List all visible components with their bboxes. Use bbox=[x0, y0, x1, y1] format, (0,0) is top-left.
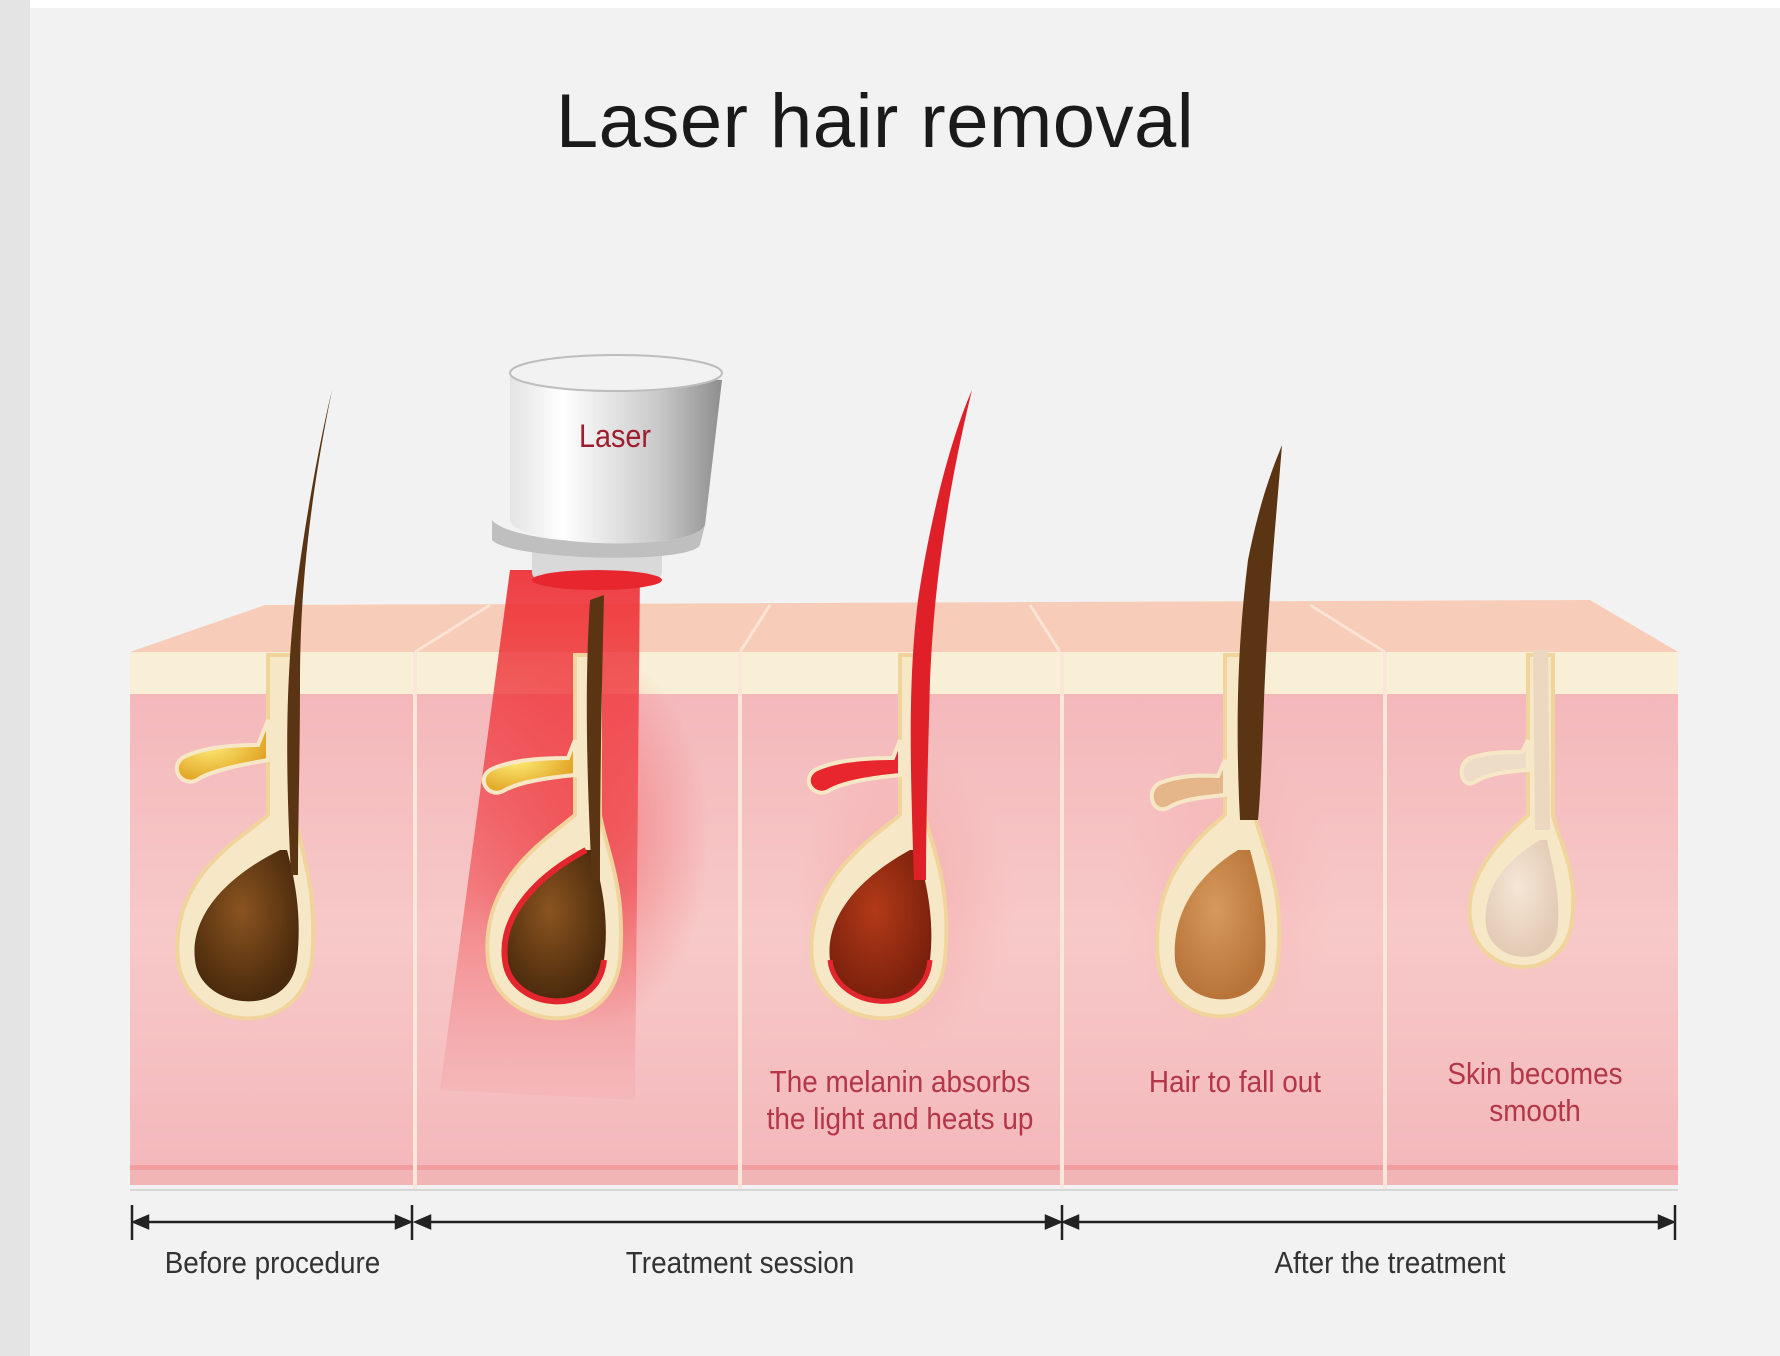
stage-label-smooth: Skin becomes smooth bbox=[1447, 1056, 1623, 1128]
laser-device-label: Laser bbox=[578, 418, 652, 454]
hair-follicle-icon bbox=[1149, 445, 1282, 1019]
hair-follicle-icon bbox=[806, 390, 972, 1021]
hair-follicle-icon bbox=[1459, 650, 1576, 969]
phase-label-before: Before procedure bbox=[164, 1245, 381, 1280]
phase-label-treatment: Treatment session bbox=[625, 1245, 855, 1280]
phase-label-after: After the treatment bbox=[1274, 1245, 1506, 1280]
laser-device-icon bbox=[492, 354, 723, 590]
left-frame-strip bbox=[0, 0, 30, 1356]
skin-surface bbox=[130, 600, 1678, 652]
stage-label-fall-out: Hair to fall out bbox=[1148, 1064, 1322, 1099]
diagram-title: Laser hair removal bbox=[555, 79, 1195, 164]
timeline bbox=[130, 1205, 1677, 1240]
stage-label-melanin: The melanin absorbs the light and heats … bbox=[766, 1064, 1034, 1136]
top-frame-strip bbox=[30, 0, 1780, 8]
hair-follicle-icon bbox=[481, 595, 624, 1021]
hair-follicle-icon bbox=[174, 390, 332, 1021]
